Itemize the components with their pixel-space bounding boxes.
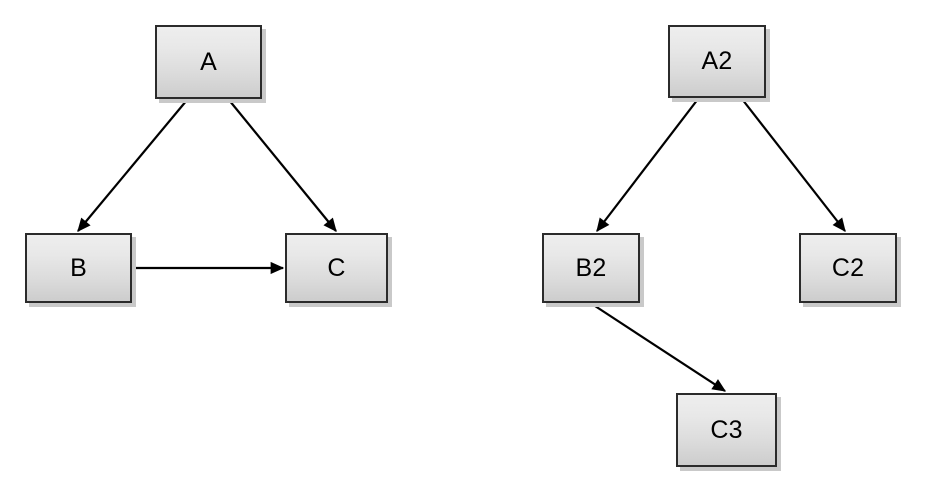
node-label: A2 xyxy=(701,47,733,75)
node-a[interactable]: A xyxy=(155,25,262,99)
node-c3[interactable]: C3 xyxy=(676,393,777,467)
node-c2[interactable]: C2 xyxy=(799,233,897,303)
arrowhead-icon xyxy=(711,379,727,392)
node-c[interactable]: C xyxy=(285,233,388,303)
edge-line xyxy=(741,98,846,232)
node-b[interactable]: B xyxy=(25,233,132,303)
node-label: B2 xyxy=(575,253,607,282)
node-label: C3 xyxy=(710,415,743,444)
edge-b2-to-c3[interactable] xyxy=(591,303,727,392)
arrowhead-icon xyxy=(77,217,91,232)
edge-a2-to-c2[interactable] xyxy=(741,98,846,232)
edge-line xyxy=(228,99,337,232)
edge-a-to-c[interactable] xyxy=(228,99,337,232)
arrowhead-icon xyxy=(832,217,846,232)
edge-line xyxy=(591,303,726,392)
edge-line xyxy=(596,98,699,232)
arrowhead-icon xyxy=(270,261,285,275)
node-label: A xyxy=(200,47,217,76)
node-label: B xyxy=(70,253,87,282)
edge-line xyxy=(77,99,188,232)
arrowhead-icon xyxy=(323,217,337,232)
edge-a2-to-b2[interactable] xyxy=(596,98,699,232)
node-label: C2 xyxy=(831,253,865,282)
node-label: C xyxy=(327,253,346,282)
edge-a-to-b[interactable] xyxy=(77,99,188,232)
node-b2[interactable]: B2 xyxy=(542,233,640,303)
arrowhead-icon xyxy=(596,217,610,232)
node-a2[interactable]: A2 xyxy=(668,25,766,98)
edge-b-to-c[interactable] xyxy=(133,261,285,275)
